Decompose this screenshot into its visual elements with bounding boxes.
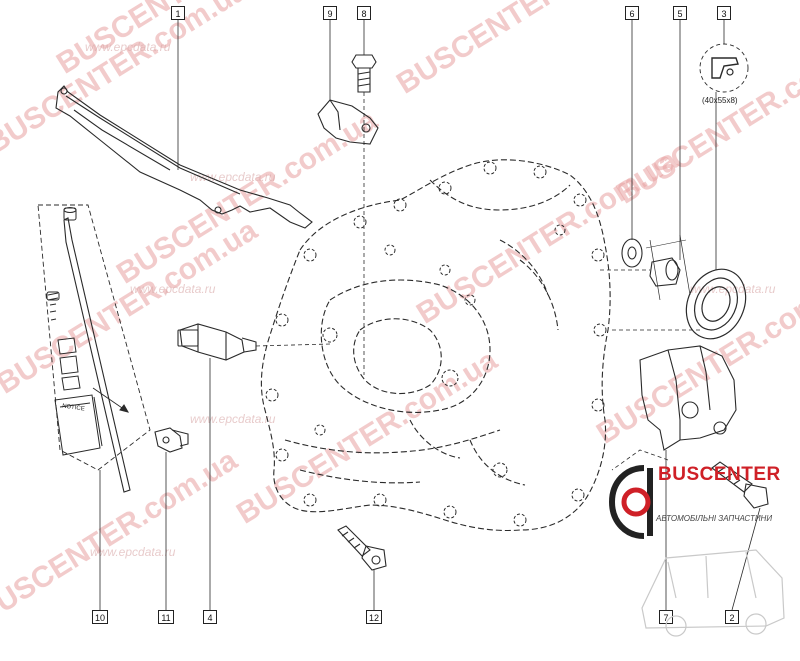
part-4-sensor [177,323,331,361]
callout-2: 2 [725,610,739,624]
seal-dimension-label: (40x55x8) [702,96,738,105]
part-12-bolt [337,525,387,571]
part-9-bracket [317,99,379,145]
callout-11: 11 [158,610,174,624]
callout-1: 1 [171,6,185,20]
brand-logo: BUSCENTER АВТОМОБІЛЬНІ ЗАПЧАСТИНИ [606,458,800,656]
gearbox-housing [260,159,611,532]
part-10-kit [37,204,151,493]
callout-9: 9 [323,6,337,20]
logo-subtitle: АВТОМОБІЛЬНІ ЗАПЧАСТИНИ [656,514,773,523]
callout-12: 12 [366,610,382,624]
callout-10: 10 [92,610,108,624]
callout-8: 8 [357,6,371,20]
part-3-oil-seal [685,43,749,340]
part-5-bushing [645,234,691,301]
part-7-mount [611,345,737,471]
callout-5: 5 [673,6,687,20]
part-6-washer [621,238,643,268]
callout-4: 4 [203,610,217,624]
part-1-bracket [55,85,313,229]
housing-bolt-bosses [265,161,607,527]
part-11-clip [154,427,189,453]
callout-6: 6 [625,6,639,20]
leader-lines [99,18,761,611]
part-2-bolt [711,461,769,509]
logo-title: BUSCENTER [658,464,781,485]
callout-3: 3 [717,6,731,20]
logo-emblem-icon [608,465,785,637]
part-8-bolt [351,54,377,375]
